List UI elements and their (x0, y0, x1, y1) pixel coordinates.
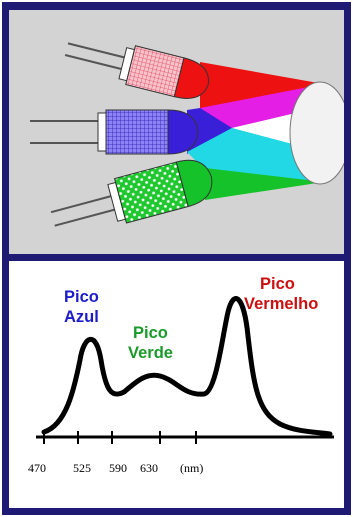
blue-led (30, 109, 199, 155)
green-peak-label-line1: Pico (133, 324, 168, 342)
tick-label-470: 470 (28, 461, 46, 475)
tick-label-590: 590 (109, 461, 127, 475)
tick-label-630: 630 (140, 461, 158, 475)
axis-unit-label: (nm) (180, 461, 203, 475)
blue-peak-label-line2: Azul (64, 308, 99, 326)
red-led (64, 42, 209, 99)
spectrum-curve (41, 296, 333, 437)
red-peak-label-line2: Vermelho (244, 295, 318, 313)
blue-beam (187, 108, 232, 154)
blue-peak-label-line1: Pico (64, 288, 99, 306)
green-led (50, 159, 213, 227)
cyan-beam (187, 128, 324, 182)
led-illustration (30, 42, 344, 227)
magenta-beam (200, 84, 324, 128)
x-axis-ticks (43, 431, 197, 444)
white-center (232, 112, 300, 146)
red-peak-label-line1: Pico (260, 275, 295, 293)
projection-screen (289, 81, 344, 185)
tick-label-525: 525 (73, 461, 91, 475)
green-beam (205, 168, 324, 200)
red-beam (200, 62, 324, 110)
green-peak-label-line2: Verde (128, 344, 173, 362)
